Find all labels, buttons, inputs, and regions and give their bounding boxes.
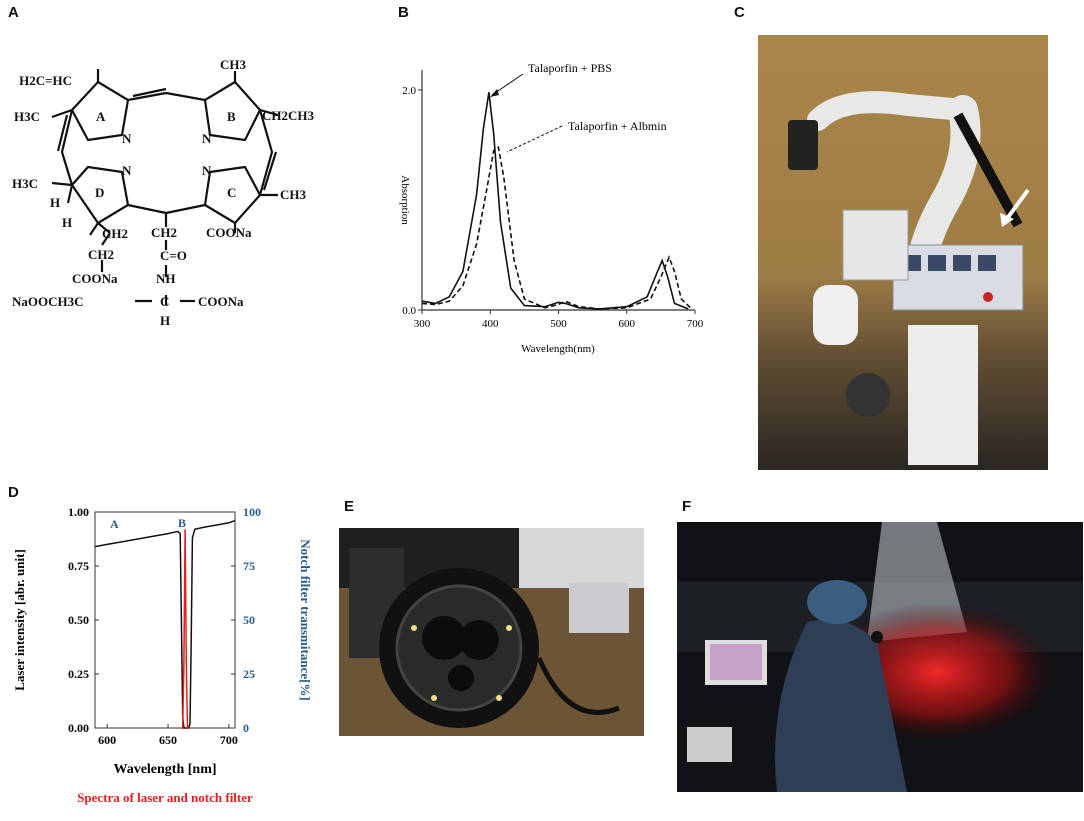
label-coona-right: COONa [198, 294, 244, 309]
y-tick-label: 0.0 [402, 305, 416, 317]
panel-letter-b: B [398, 4, 409, 21]
label-n-a: N [122, 131, 132, 146]
label-ch2ch3: CH2CH3 [262, 108, 315, 123]
y-tick-label: 0.75 [68, 559, 89, 573]
annotation-pbs: Talaporfin + PBS [528, 61, 612, 75]
y2-axis-label: Notch filter transmitance[%] [298, 539, 310, 701]
y-tick-label: 0.50 [68, 613, 89, 627]
label-n-b: N [202, 131, 212, 146]
ring-label-b: B [227, 109, 236, 124]
label-nh: NH [156, 271, 176, 286]
y2-tick-label: 100 [243, 505, 261, 519]
panel-letter-d: D [8, 484, 19, 501]
x-tick-label: 700 [220, 733, 238, 747]
photo-surgery-laser-irradiation [677, 522, 1083, 792]
panel-letter-f: F [682, 498, 692, 515]
photo-laser-device-microscope [758, 35, 1048, 470]
x-tick-label: 300 [414, 318, 431, 330]
series-line-pbs [421, 92, 689, 310]
ring-label-d: D [95, 185, 104, 200]
x-tick-label: 600 [619, 318, 636, 330]
y-tick-label: 0.25 [68, 667, 89, 681]
label-ch3-c: CH3 [280, 187, 307, 202]
y-tick-label: 0.00 [68, 721, 89, 735]
x-tick-label: 700 [687, 318, 704, 330]
label-ch2-left2: CH2 [88, 247, 114, 262]
panel-letter-a: A [8, 4, 19, 21]
label-naoocch3c: NaOOCH3C [12, 294, 84, 309]
label-ch3-top: CH3 [220, 57, 247, 72]
x-tick-label: 500 [550, 318, 567, 330]
y2-tick-label: 0 [243, 721, 249, 735]
ring-label-a: A [96, 109, 106, 124]
plot-frame [94, 511, 236, 729]
label-ch2-mid: CH2 [151, 225, 177, 240]
panel-letter-c: C [734, 4, 745, 21]
series-label-b: B [178, 516, 186, 530]
annotation-albmin: Talaporfin + Albmin [568, 119, 667, 133]
x-tick-label: 600 [98, 733, 116, 747]
y2-tick-label: 25 [243, 667, 255, 681]
label-h-bottom: H [160, 313, 170, 328]
label-n-c: N [202, 163, 212, 178]
x-axis-label: Wavelength(nm) [521, 343, 595, 355]
photo-microscope-lens [339, 528, 644, 736]
label-h3c-a: H3C [14, 109, 40, 124]
y2-tick-label: 75 [243, 559, 255, 573]
laser-notch-spectrum-chart: 600 650 700 0.00 0.25 0.50 0.75 1.00 0 25 50 75 10… [12, 505, 310, 805]
series-line-albmin [421, 145, 693, 310]
label-h3c-d: H3C [12, 176, 38, 191]
ring-label-c: C [227, 185, 236, 200]
label-coona-c: COONa [206, 225, 252, 240]
label-coona-left: COONa [72, 271, 118, 286]
label-c-eq-o: C=O [160, 248, 187, 263]
talaporfin-structure-diagram: H2C=HC CH3 H3C CH2CH3 H3C H CH3 H CH2 CH… [12, 57, 315, 328]
y2-tick-label: 50 [243, 613, 255, 627]
series-label-a: A [110, 517, 119, 531]
panel-letter-e: E [344, 498, 355, 515]
chart-caption: Spectra of laser and notch filter [77, 790, 253, 805]
label-n-d: N [122, 163, 132, 178]
y-axis-label: Laser intensity [abr. unit] [12, 549, 27, 691]
y-tick-label: 1.00 [68, 505, 89, 519]
x-tick-label: 650 [159, 733, 177, 747]
albmin-arrow [506, 125, 563, 153]
x-axis-label: Wavelength [nm] [113, 762, 216, 777]
absorption-spectrum-chart: 300 400 500 600 700 0.0 2.0 Wavelength(nm) Ab… [399, 61, 704, 355]
label-h-sub: H [62, 215, 72, 230]
y-axis-label: Absorption [399, 175, 411, 225]
label-vinyl: H2C=HC [19, 73, 72, 88]
label-h-d: H [50, 195, 60, 210]
y-tick-label: 2.0 [402, 85, 416, 97]
series-line-b [181, 529, 189, 729]
label-c-center: C [160, 294, 169, 309]
pbs-arrowhead [490, 89, 499, 97]
x-tick-label: 400 [482, 318, 499, 330]
series-line-a [94, 519, 236, 729]
label-ch2-left: CH2 [102, 226, 128, 241]
